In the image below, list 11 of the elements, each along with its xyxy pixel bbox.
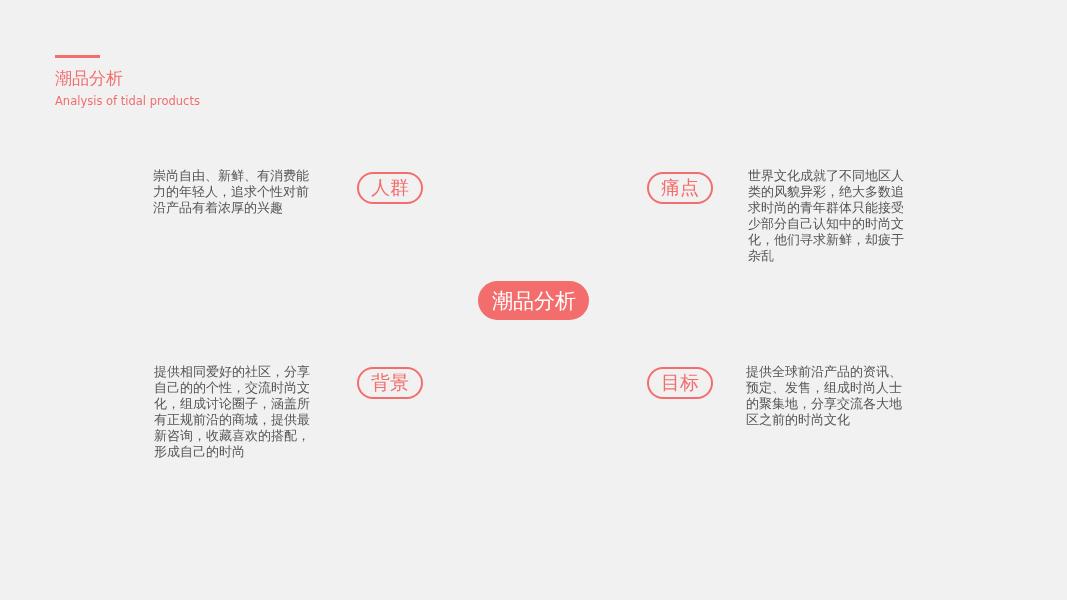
central-topic-pill: 潮品分析 bbox=[478, 281, 589, 320]
topic-pill: 背景 bbox=[357, 367, 423, 399]
description-text: 提供相同爱好的社区，分享自己的的个性，交流时尚文化，组成讨论圈子，涵盖所有正规前沿的商城，提供最新咨询，收藏喜欢的搭配，形成自己的时尚 bbox=[154, 364, 311, 460]
description-text: 世界文化成就了不同地区人类的风貌异彩，绝大多数追求时尚的青年群体只能接受少部分自己认知中的时尚文化，他们寻求新鲜，却疲于杂乱 bbox=[748, 168, 905, 264]
topic-pill: 目标 bbox=[647, 367, 713, 399]
description-text: 崇尚自由、新鲜、有消费能力的年轻人，追求个性对前沿产品有着浓厚的兴趣 bbox=[153, 168, 310, 216]
topic-pill: 人群 bbox=[357, 172, 423, 204]
description-text: 提供全球前沿产品的资讯、预定、发售，组成时尚人士的聚集地，分享交流各大地区之前的时尚文化 bbox=[746, 364, 903, 428]
title: 潮品分析 bbox=[55, 67, 123, 90]
subtitle: Analysis of tidal products bbox=[55, 94, 200, 108]
topic-pill: 痛点 bbox=[647, 172, 713, 204]
